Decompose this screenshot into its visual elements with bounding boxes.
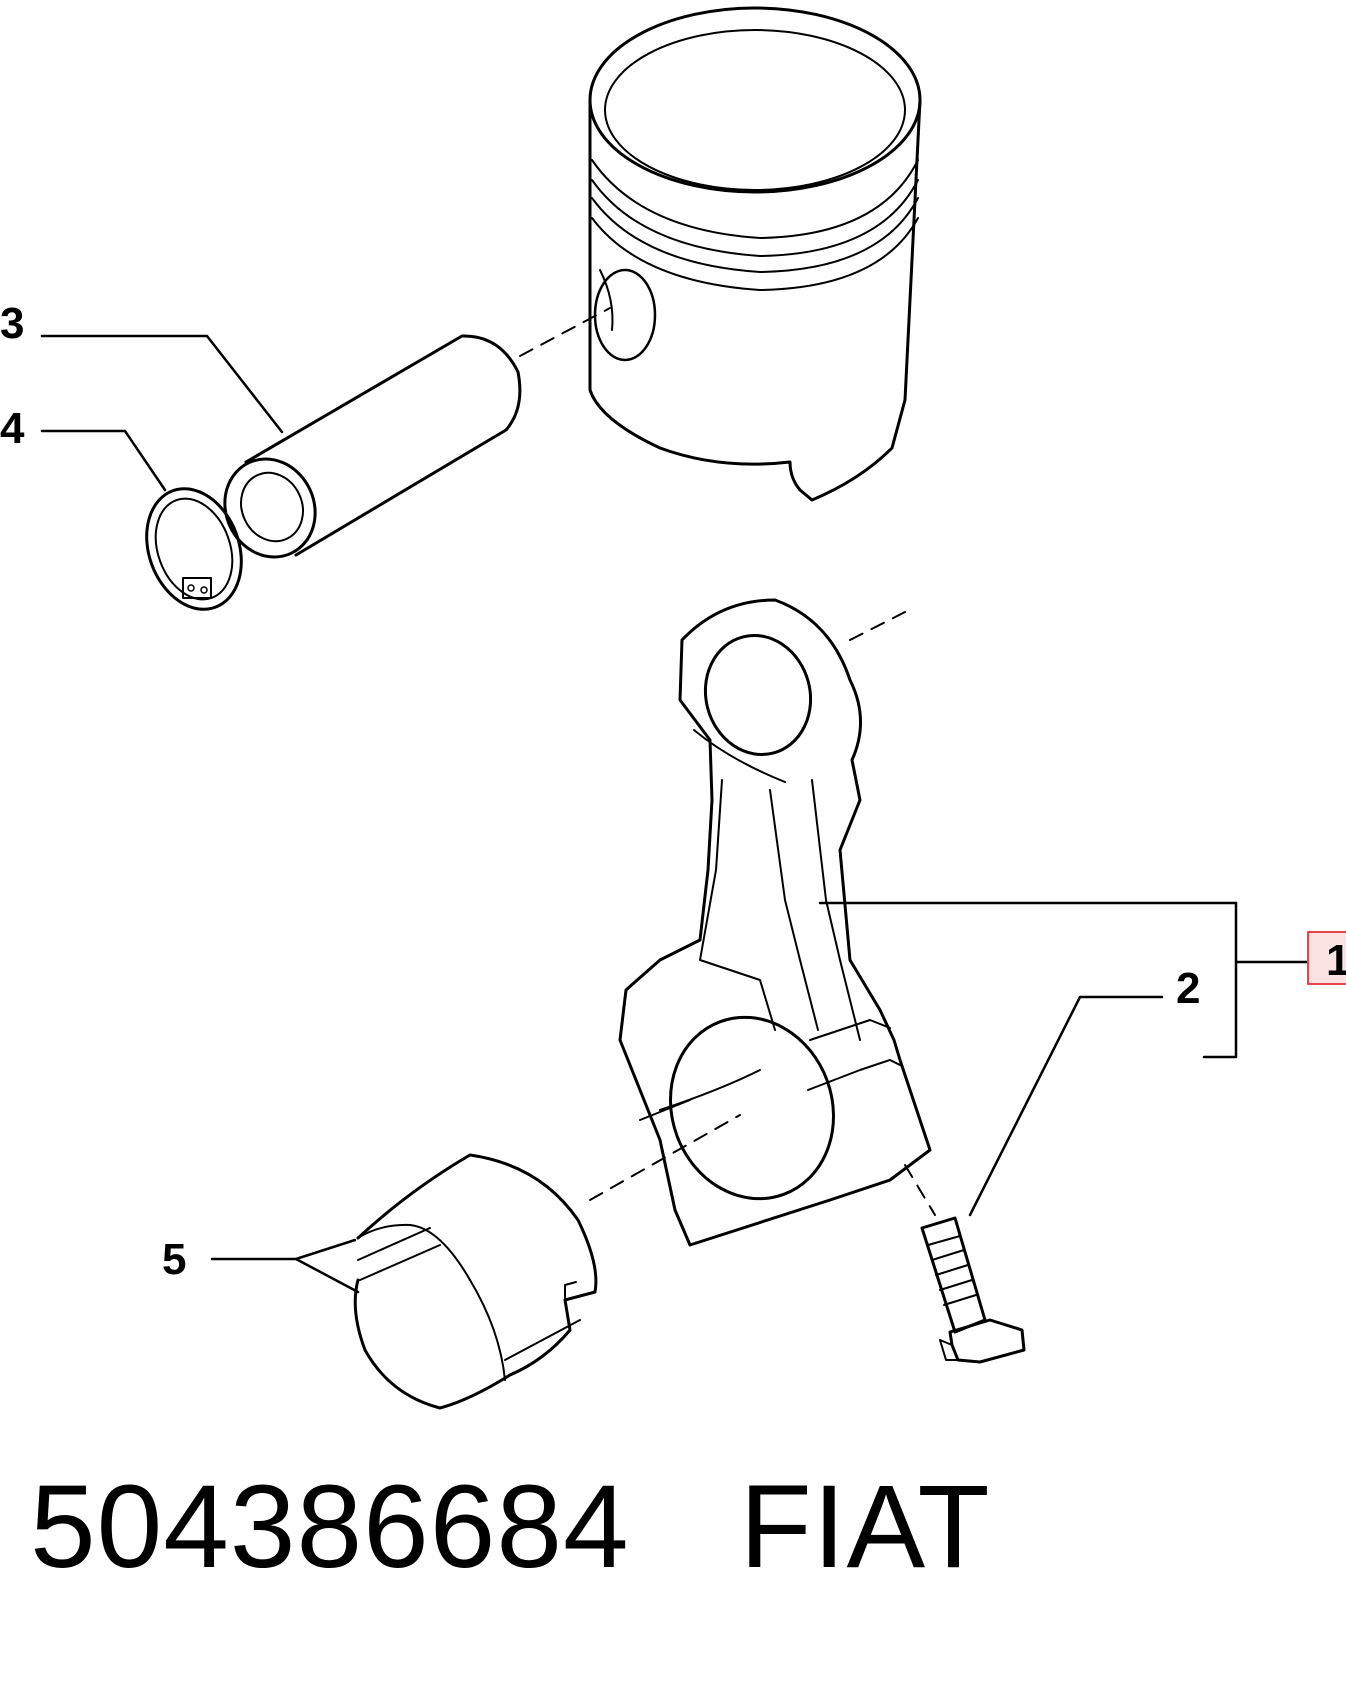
piston-pin [223, 334, 522, 559]
callout-1-highlight [1307, 931, 1346, 985]
callout-4[interactable]: 4 [0, 404, 25, 453]
rod-bolt [920, 1216, 1026, 1364]
callout-1[interactable]: 1 [1326, 936, 1346, 985]
callout-5[interactable]: 5 [162, 1235, 186, 1284]
leader-lines [40, 334, 1312, 1294]
part-number: 504386684 [30, 1461, 630, 1593]
callout-3[interactable]: 3 [0, 299, 24, 348]
axis-lines [519, 307, 936, 1216]
connecting-rod [618, 598, 932, 1247]
callout-2[interactable]: 2 [1176, 964, 1200, 1013]
piston [588, 6, 922, 502]
brand-name: FIAT [739, 1461, 991, 1593]
callout-labels: 1 2 3 4 5 [0, 299, 1346, 1284]
bearing-shells [353, 1153, 598, 1410]
snap-ring [145, 487, 243, 611]
